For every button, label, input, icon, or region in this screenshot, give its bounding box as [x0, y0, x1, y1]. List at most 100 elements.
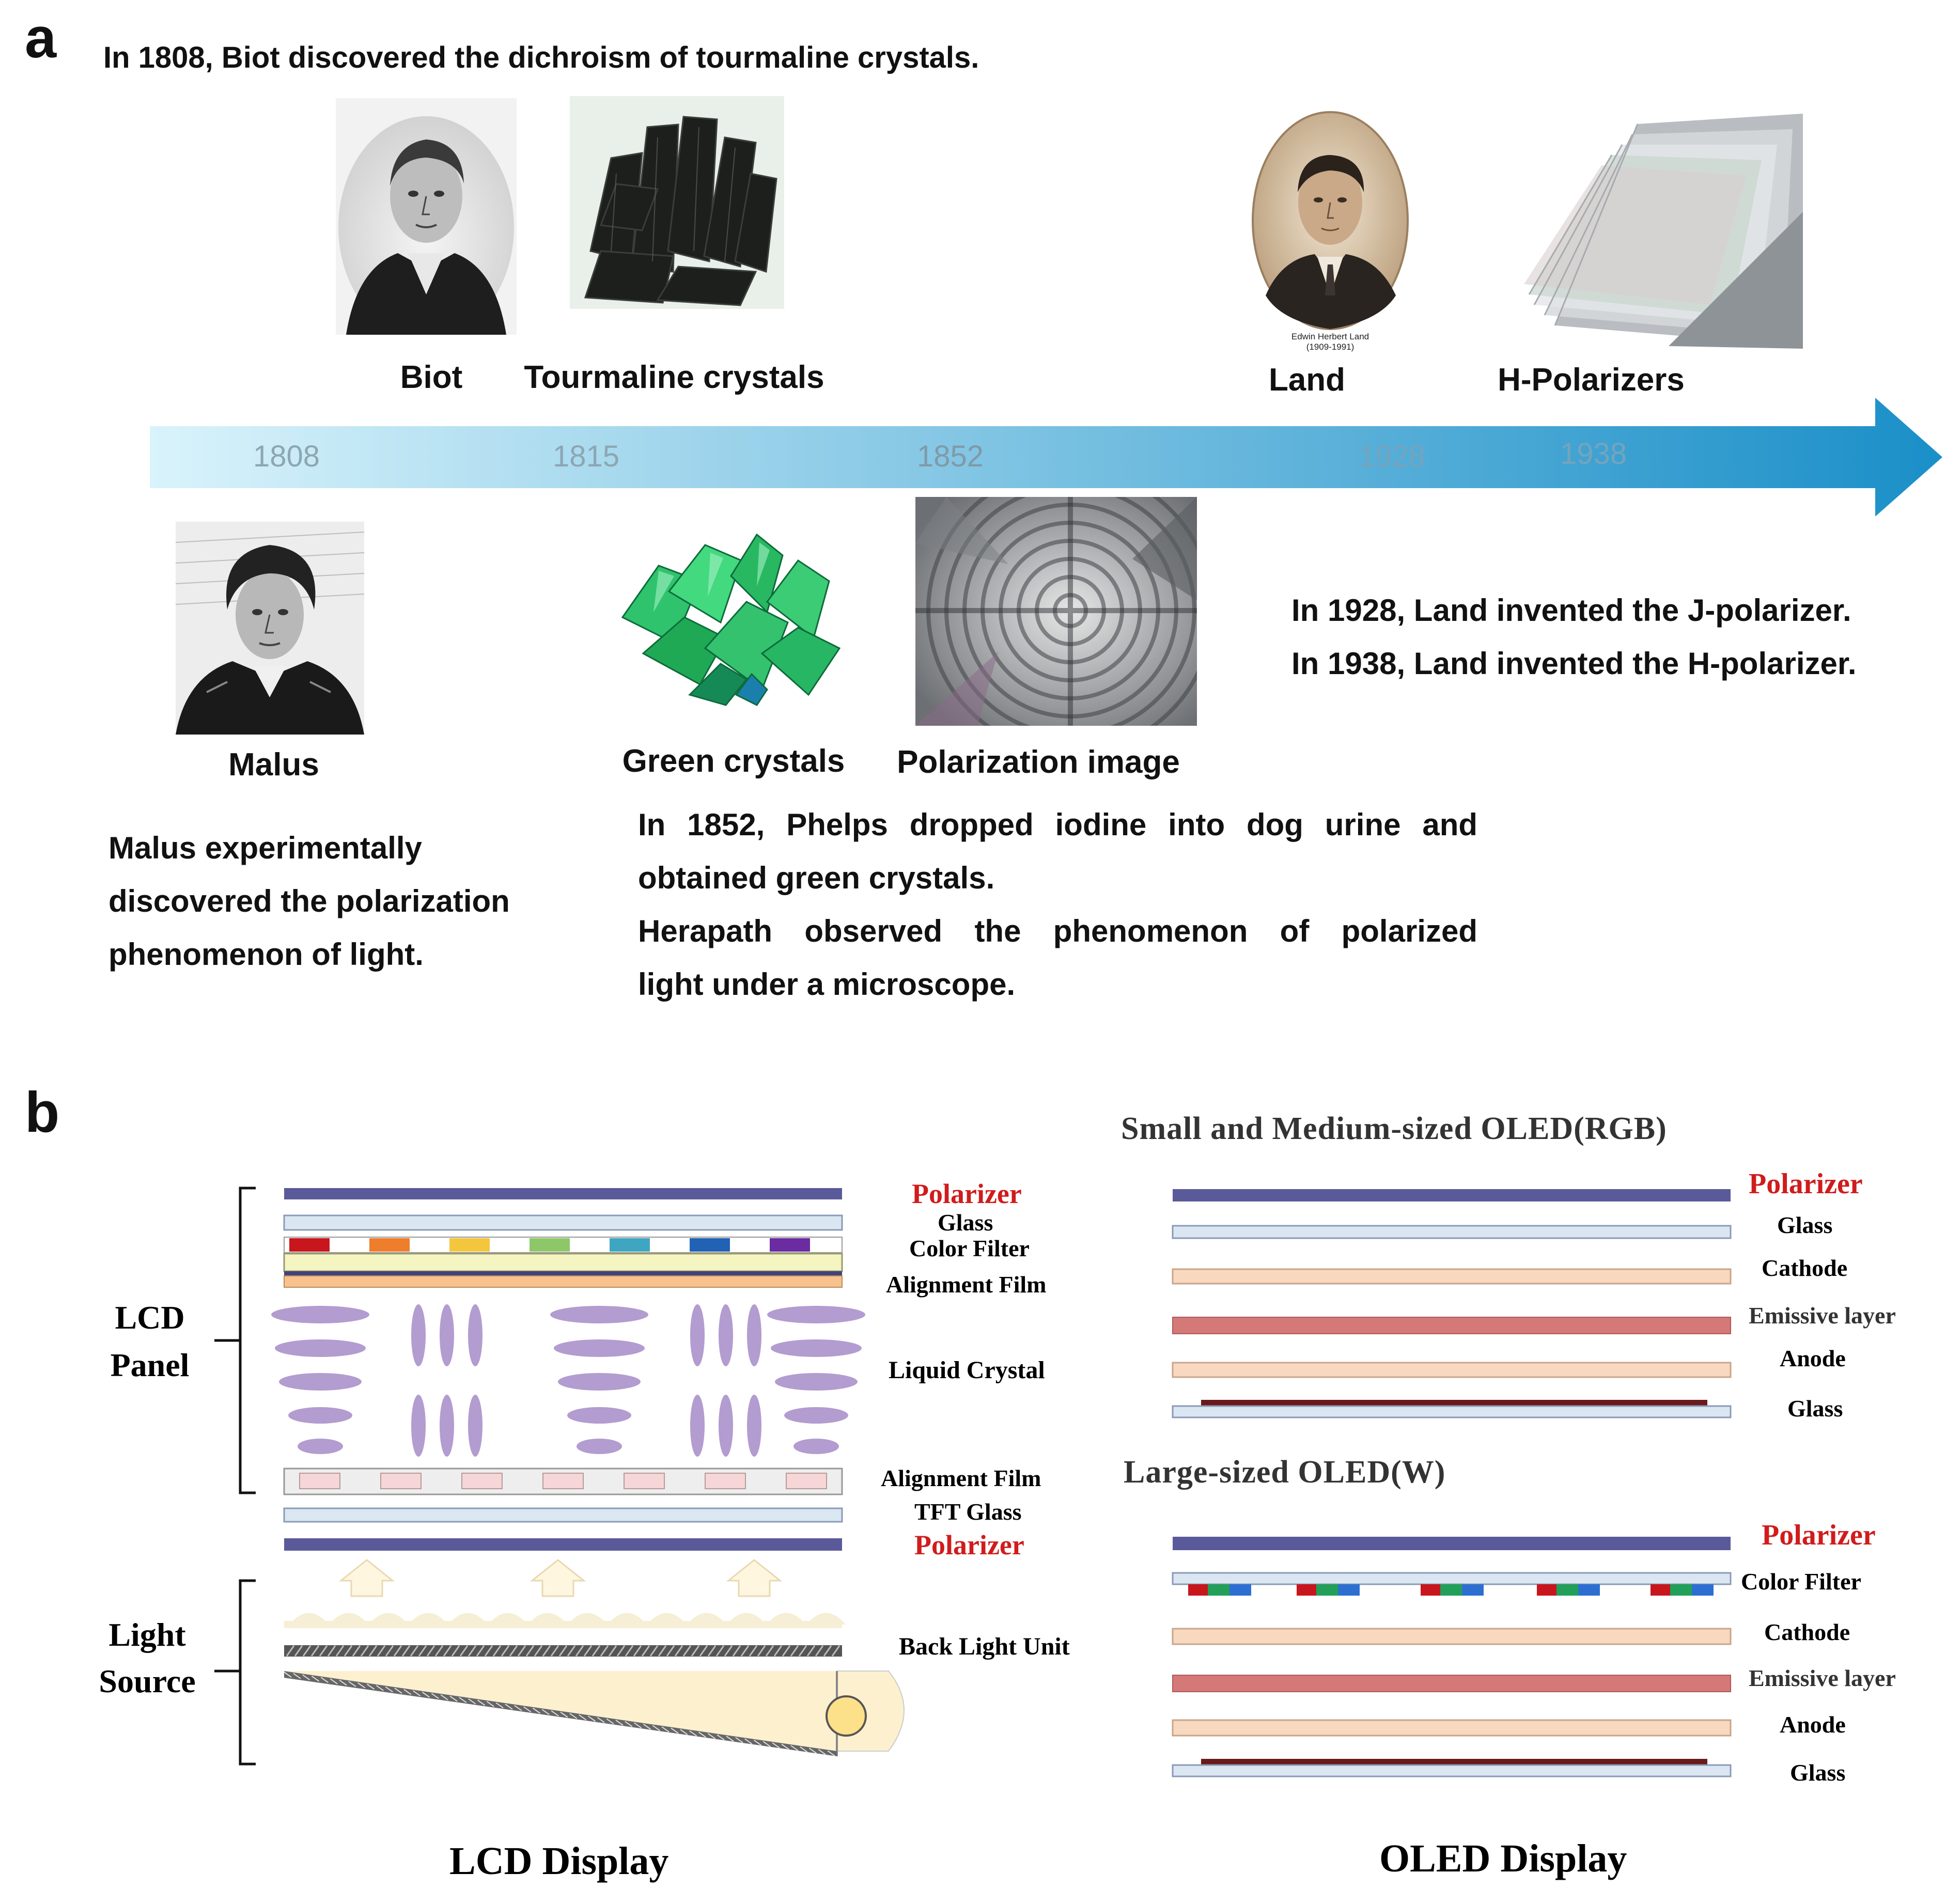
biot-discovery-text: In 1808, Biot discovered the dichroism o…: [103, 41, 979, 74]
oled-large-emissive: [1172, 1675, 1731, 1692]
tft-cell: [624, 1473, 665, 1489]
prism-hatch-line: [831, 1645, 840, 1657]
wedge-hatch-line: [541, 1709, 550, 1715]
land-portrait-inscription: Edwin Herbert Land (1909-1991): [1250, 332, 1410, 352]
timeline-year-1852: 1852: [917, 440, 984, 473]
lc-molecule: [440, 1304, 454, 1366]
oled-small-emissive: [1172, 1317, 1731, 1334]
lcd-label-back-light: Back Light Unit: [899, 1633, 1070, 1660]
wedge-hatch-line: [339, 1679, 347, 1686]
prism-hatch-line: [377, 1645, 386, 1657]
wedge-hatch-line: [422, 1691, 430, 1698]
wedge-hatch-line: [551, 1710, 559, 1716]
wedge-hatch-line: [579, 1714, 587, 1721]
wedge-hatch-line: [726, 1736, 734, 1742]
prism-hatch-line: [724, 1645, 733, 1657]
lc-molecule: [550, 1306, 648, 1323]
wedge-hatch-line: [643, 1723, 651, 1730]
oled-small-stack: [1172, 1189, 1732, 1418]
oled-cf-green: [1556, 1584, 1578, 1596]
prism-hatch-line: [418, 1645, 427, 1657]
land-inscription-name: Edwin Herbert Land: [1291, 332, 1369, 341]
oled-large-anode: [1172, 1719, 1732, 1737]
prism-hatch-line: [773, 1645, 783, 1657]
prism-hatch-line: [782, 1645, 791, 1657]
oled-small-label-glass: Glass: [1777, 1212, 1833, 1238]
prism-hatch-line: [806, 1645, 816, 1657]
panel-b-label: b: [25, 1081, 60, 1144]
caption-malus: Malus: [228, 747, 319, 783]
diffuser-bump: [289, 1613, 329, 1625]
prism-hatch-line: [699, 1645, 708, 1657]
prism-hatch-line: [352, 1645, 361, 1657]
prism-hatch-line: [393, 1645, 402, 1657]
wedge-hatch-line: [431, 1693, 439, 1699]
diffuser-bump: [488, 1613, 527, 1625]
wedge-hatch-line: [634, 1722, 642, 1728]
lcd-liquid-crystal: [271, 1304, 865, 1457]
wedge-hatch-line: [505, 1704, 513, 1710]
diffuser-bump: [608, 1613, 647, 1625]
wedge-hatch-line: [606, 1718, 614, 1725]
wedge-hatch-line: [781, 1743, 789, 1750]
light-source-bracket: [239, 1579, 256, 1766]
wedge-hatch-line: [403, 1689, 412, 1695]
wedge-hatch-line: [495, 1702, 504, 1709]
wedge-hatch-line: [311, 1675, 320, 1682]
oled-small-label-cathode: Cathode: [1762, 1255, 1848, 1281]
phelps-line-2: obtained green crystals.: [638, 861, 995, 895]
lcd-label-liquid-crystal: Liquid Crystal: [889, 1356, 1045, 1384]
prism-hatch-line: [616, 1645, 626, 1657]
tft-cell: [299, 1473, 340, 1489]
oled-small-anode: [1172, 1362, 1732, 1378]
oled-large-color-filter: [1172, 1572, 1732, 1585]
lc-molecule: [411, 1395, 426, 1457]
oled-cf-red: [1421, 1584, 1440, 1596]
oled-display-caption: OLED Display: [1379, 1837, 1627, 1880]
prism-hatch-line: [575, 1645, 584, 1657]
tourmaline-crystals-photo: [570, 96, 784, 309]
lc-molecule: [440, 1395, 454, 1457]
prism-hatch-line: [468, 1645, 477, 1657]
wedge-hatch-line: [790, 1745, 799, 1751]
oled-large-stack: [1172, 1537, 1732, 1777]
wedge-hatch-line: [680, 1729, 688, 1735]
oled-cf-red: [1651, 1584, 1670, 1596]
tft-cell: [461, 1473, 503, 1489]
tft-cell: [786, 1473, 827, 1489]
herapath-line-1: Herapath observed the phenomenon of pola…: [638, 914, 1477, 948]
prism-hatch-line: [666, 1645, 675, 1657]
h-polarizers-photo: [1514, 108, 1808, 349]
prism-hatch-line: [534, 1645, 543, 1657]
land-portrait: Edwin Herbert Land (1909-1991): [1250, 110, 1410, 356]
lcd-label-alignment-bottom: Alignment Film: [881, 1465, 1041, 1491]
lcd-stack-diagram: [214, 1187, 905, 1766]
land-invention-text: In 1928, Land invented the J-polarizer. …: [1291, 584, 1857, 690]
oled-small-label-emissive: Emissive layer: [1749, 1302, 1896, 1329]
lcd-display-caption: LCD Display: [449, 1839, 669, 1883]
diffuser-bump: [687, 1613, 726, 1625]
oled-cf-green: [1208, 1584, 1229, 1596]
wedge-hatch-line: [652, 1725, 660, 1731]
lc-molecule: [784, 1407, 848, 1424]
wedge-hatch-line: [827, 1750, 835, 1757]
lc-molecule: [279, 1373, 362, 1391]
wedge-hatch-line: [366, 1683, 375, 1690]
wedge-hatch-line: [753, 1739, 762, 1746]
lcd-polarizer-bottom: [284, 1538, 842, 1551]
wedge-hatch-line: [357, 1682, 366, 1689]
prism-hatch-line: [344, 1645, 353, 1657]
tft-cell: [542, 1473, 584, 1489]
lc-molecule: [767, 1306, 865, 1323]
wedge-hatch-line: [449, 1695, 458, 1702]
wedge-hatch-line: [468, 1698, 476, 1705]
wedge-hatch-line: [689, 1730, 697, 1737]
diffuser-bump: [369, 1613, 408, 1625]
wedge-hatch-line: [625, 1721, 633, 1727]
wedge-hatch-line: [597, 1717, 605, 1723]
wedge-hatch-line: [744, 1738, 753, 1744]
lc-molecule: [411, 1304, 426, 1366]
oled-cf-green: [1316, 1584, 1338, 1596]
lc-molecule: [558, 1373, 641, 1391]
prism-hatch-line: [633, 1645, 642, 1657]
